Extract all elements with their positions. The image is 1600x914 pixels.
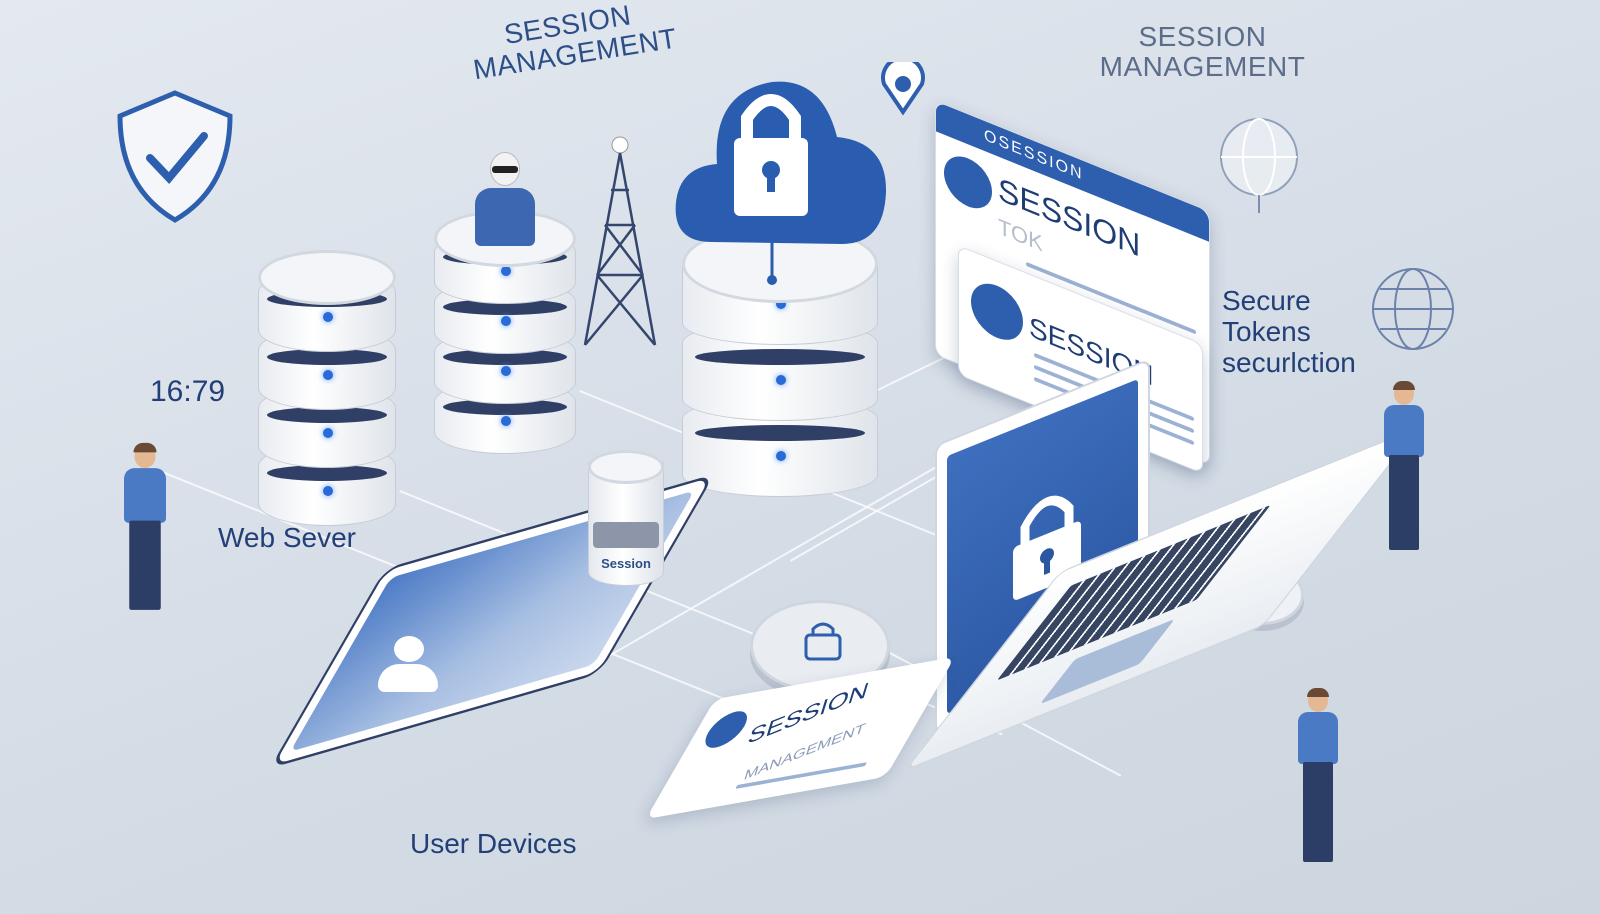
secure-tokens-line: securlction [1222, 347, 1356, 378]
status-led [323, 427, 333, 438]
radio-tower-icon [583, 136, 657, 346]
user-devices-label: User Devices [410, 828, 577, 859]
session-cylinder[interactable]: Session [588, 450, 664, 586]
shield-check-icon [117, 90, 233, 223]
secure-tokens-line: Tokens [1222, 316, 1311, 347]
server-band [694, 424, 866, 441]
status-led [776, 451, 786, 462]
server-band [267, 465, 387, 482]
title-left: SESSION MANAGEMENT [471, 0, 680, 86]
user-avatar-icon [378, 636, 438, 696]
server-band [443, 398, 567, 415]
status-led [501, 416, 511, 426]
status-led [501, 366, 511, 376]
cylinder-label: Session [601, 556, 651, 571]
admin-person-icon [470, 152, 540, 252]
secure-tokens-line: Secure [1222, 285, 1311, 316]
globe-icon [1220, 118, 1298, 213]
server-band [267, 407, 387, 424]
server-band [443, 298, 567, 315]
server-band [694, 348, 866, 365]
location-pin-icon [881, 62, 925, 116]
secure-tokens-label: Secure Tokens securlction [1222, 285, 1356, 378]
keyhole-icon [944, 148, 992, 217]
cloud-lock-icon [675, 81, 887, 285]
status-led [501, 316, 511, 326]
status-led [776, 299, 786, 310]
keyhole-icon [971, 275, 1023, 349]
server-band [443, 348, 567, 365]
status-led [323, 369, 333, 380]
clock-readout: 16:79 [150, 375, 226, 408]
padlock-icon [804, 622, 842, 661]
status-led [776, 375, 786, 386]
globe-icon [1372, 268, 1454, 350]
status-led [323, 485, 333, 496]
cylinder-top [588, 450, 664, 484]
stack-top [258, 250, 396, 305]
title-right: SESSION MANAGEMENT [1099, 21, 1306, 82]
status-led [323, 311, 333, 322]
web-server-label: Web Sever [218, 522, 356, 553]
status-led [501, 266, 511, 276]
server-band [267, 349, 387, 366]
